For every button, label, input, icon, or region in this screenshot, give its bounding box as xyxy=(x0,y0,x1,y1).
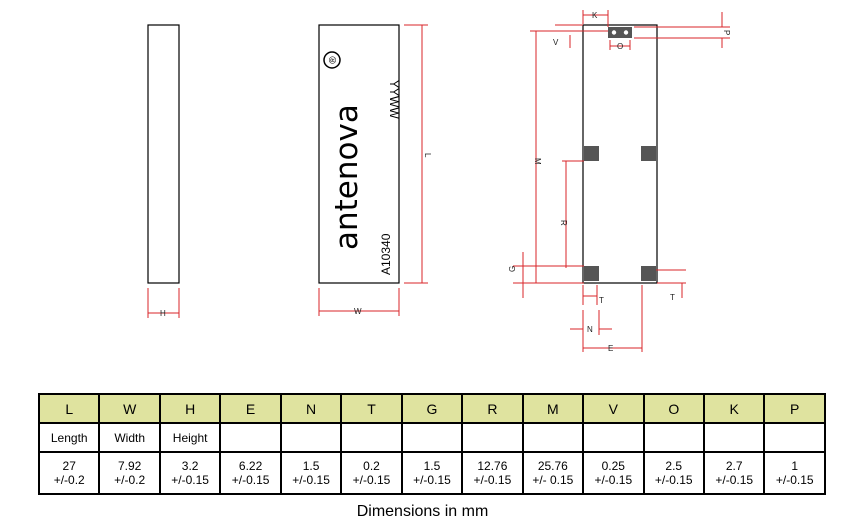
value-cell: 6.22+/-0.15 xyxy=(219,451,282,495)
value-nominal: 0.25 xyxy=(601,459,625,473)
label-cell xyxy=(340,422,403,453)
value-tolerance: +/-0.15 xyxy=(594,473,633,487)
value-cell: 7.92+/-0.2 xyxy=(98,451,161,495)
header-l: L xyxy=(37,393,101,424)
side-view: H xyxy=(147,24,180,318)
table-label-row: Length Width Height xyxy=(37,422,826,453)
value-cell: 1+/-0.15 xyxy=(763,451,826,495)
value-tolerance: +/-0.15 xyxy=(171,473,209,487)
label-cell: Length xyxy=(37,422,101,453)
dim-label-t-right: T xyxy=(670,293,675,302)
header-w: W xyxy=(98,393,161,424)
value-nominal: 2.7 xyxy=(725,459,743,473)
header-g: G xyxy=(400,393,464,424)
value-nominal: 25.76 xyxy=(537,459,568,473)
header-m: M xyxy=(521,393,585,424)
header-k: K xyxy=(702,393,766,424)
antenna-drawing: H antenova ® YYWW A10340 L W xyxy=(147,10,731,353)
header-h: H xyxy=(158,393,222,424)
dim-label-t-left: T xyxy=(599,296,604,305)
value-cell: 1.5+/-0.15 xyxy=(279,451,343,495)
pad-upper-right xyxy=(641,146,656,161)
pad-lower-left xyxy=(584,266,599,281)
dim-label-p: P xyxy=(722,30,731,35)
label-cell xyxy=(521,422,585,453)
label-cell xyxy=(461,422,524,453)
value-cell: 25.76+/- 0.15 xyxy=(521,451,585,495)
table-header-row: L W H E N T G R M V O K P xyxy=(37,393,826,424)
registered-mark: ® xyxy=(328,56,339,64)
value-nominal: 1.5 xyxy=(302,459,320,473)
dim-label-g: G xyxy=(508,266,517,272)
value-tolerance: +/-0.15 xyxy=(231,473,270,487)
part-number: A10340 xyxy=(379,233,393,275)
value-cell: 2.7+/-0.15 xyxy=(702,451,766,495)
label-cell xyxy=(763,422,826,453)
value-tolerance: +/-0.2 xyxy=(53,473,85,487)
pad-upper-left xyxy=(584,146,599,161)
dim-label-v: V xyxy=(553,38,559,47)
label-cell xyxy=(219,422,282,453)
dim-label-k: K xyxy=(592,11,598,20)
header-p: P xyxy=(763,393,826,424)
table-caption: Dimensions in mm xyxy=(356,503,489,520)
dim-label-n: N xyxy=(587,325,593,334)
value-cell: 1.5+/-0.15 xyxy=(400,451,464,495)
top-view: antenova ® YYWW A10340 L W xyxy=(318,24,432,316)
dim-label-h: H xyxy=(160,309,166,318)
brand-logo: antenova xyxy=(329,104,365,250)
bottom-view: K O P V M R G T xyxy=(508,10,731,353)
dim-label-l: L xyxy=(423,153,432,158)
label-cell xyxy=(582,422,645,453)
header-r: R xyxy=(461,393,524,424)
value-nominal: 0.2 xyxy=(363,459,380,473)
label-cell: Height xyxy=(158,422,222,453)
dimensions-table: L W H E N T G R M V O K P Length Width H… xyxy=(37,393,826,495)
label-cell xyxy=(702,422,766,453)
value-tolerance: +/-0.2 xyxy=(114,473,146,487)
value-cell: 12.76+/-0.15 xyxy=(461,451,524,495)
pad-lower-right xyxy=(641,266,656,281)
value-nominal: 2.5 xyxy=(665,459,683,473)
value-tolerance: +/-0.15 xyxy=(473,473,512,487)
value-tolerance: +/- 0.15 xyxy=(532,473,574,487)
value-nominal: 7.92 xyxy=(118,459,142,473)
label-cell: Width xyxy=(98,422,161,453)
value-tolerance: +/-0.15 xyxy=(352,473,391,487)
value-tolerance: +/-0.15 xyxy=(654,473,693,487)
value-nominal: 1.5 xyxy=(423,459,441,473)
value-nominal: 12.76 xyxy=(477,459,508,473)
value-tolerance: +/-0.15 xyxy=(292,473,330,487)
registered-mark-circle xyxy=(323,51,341,69)
date-code: YYWW xyxy=(387,80,401,119)
header-n: N xyxy=(279,393,343,424)
value-cell: 27+/-0.2 xyxy=(37,451,101,495)
header-v: V xyxy=(582,393,645,424)
header-o: O xyxy=(642,393,705,424)
dim-label-o: O xyxy=(617,42,623,51)
value-nominal: 27 xyxy=(62,459,76,473)
dim-label-m: M xyxy=(533,158,542,165)
dim-label-r: R xyxy=(559,220,568,226)
value-nominal: 6.22 xyxy=(238,459,263,473)
header-t: T xyxy=(340,393,403,424)
feed-contact xyxy=(608,27,632,38)
value-cell: 0.2+/-0.15 xyxy=(340,451,403,495)
value-nominal: 1 xyxy=(791,459,799,473)
value-tolerance: +/-0.15 xyxy=(413,473,451,487)
label-cell xyxy=(642,422,705,453)
value-cell: 2.5+/-0.15 xyxy=(642,451,705,495)
dim-label-w: W xyxy=(354,307,362,316)
header-e: E xyxy=(219,393,282,424)
value-tolerance: +/-0.15 xyxy=(715,473,754,487)
dim-label-e: E xyxy=(608,344,613,353)
value-nominal: 3.2 xyxy=(181,459,199,473)
table-value-row: 27+/-0.2 7.92+/-0.2 3.2+/-0.15 6.22+/-0.… xyxy=(37,451,826,495)
label-cell xyxy=(279,422,343,453)
value-tolerance: +/-0.15 xyxy=(775,473,814,487)
label-cell xyxy=(400,422,464,453)
value-cell: 0.25+/-0.15 xyxy=(582,451,645,495)
value-cell: 3.2+/-0.15 xyxy=(158,451,222,495)
